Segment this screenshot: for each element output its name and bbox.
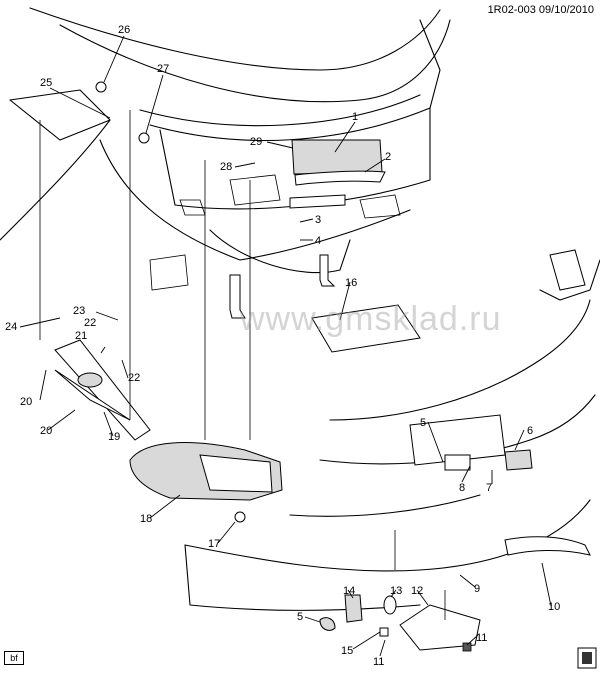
callout-8: 8	[459, 482, 465, 494]
callout-labels: 26 25 27 1 2 29 28 3 4 16 24 23 22 21 22…	[5, 24, 560, 668]
callout-4: 4	[315, 235, 321, 247]
callout-26: 26	[118, 24, 130, 36]
callout-18: 18	[140, 513, 152, 525]
callout-14: 14	[343, 585, 355, 597]
trunk-lid-outline	[0, 7, 451, 291]
license-brackets	[229, 139, 386, 319]
small-components	[95, 81, 533, 652]
gm-logo-icon	[577, 647, 597, 669]
callout-25: 25	[40, 77, 52, 89]
rear-bumper-fascia	[184, 249, 600, 611]
callout-24: 24	[5, 321, 17, 333]
diagram-code: 1R02-003 09/10/2010	[487, 4, 594, 16]
leader-lines	[19, 35, 552, 657]
callout-3: 3	[315, 214, 321, 226]
callout-20b: 20	[40, 425, 52, 437]
callout-12: 12	[411, 585, 423, 597]
watermark: www.gmsklad.ru	[240, 300, 502, 338]
callout-9: 9	[474, 583, 480, 595]
callout-22b: 22	[128, 372, 140, 384]
part-16-pad	[311, 304, 421, 353]
callout-10: 10	[548, 601, 560, 613]
projection-lines	[39, 110, 446, 620]
callout-13: 13	[390, 585, 402, 597]
callout-6: 6	[527, 425, 533, 437]
callout-23: 23	[73, 305, 85, 317]
callout-16: 16	[345, 277, 357, 289]
callout-1: 1	[352, 111, 358, 123]
callout-15: 15	[341, 645, 353, 657]
callout-7: 7	[486, 482, 492, 494]
callout-20: 20	[20, 396, 32, 408]
callout-19: 19	[108, 431, 120, 443]
callout-28: 28	[220, 161, 232, 173]
callout-27: 27	[157, 63, 169, 75]
left-bracket-and-lamp	[54, 339, 283, 523]
callout-11: 11	[476, 632, 487, 644]
callout-21: 21	[75, 330, 87, 342]
corner-label: bf	[4, 651, 24, 665]
callout-5b: 5	[297, 611, 303, 623]
callout-2: 2	[385, 151, 391, 163]
callout-5: 5	[420, 417, 426, 429]
callout-29: 29	[250, 136, 262, 148]
callout-22: 22	[84, 317, 96, 329]
callout-17: 17	[208, 538, 220, 550]
callout-11b: 11	[373, 656, 384, 668]
